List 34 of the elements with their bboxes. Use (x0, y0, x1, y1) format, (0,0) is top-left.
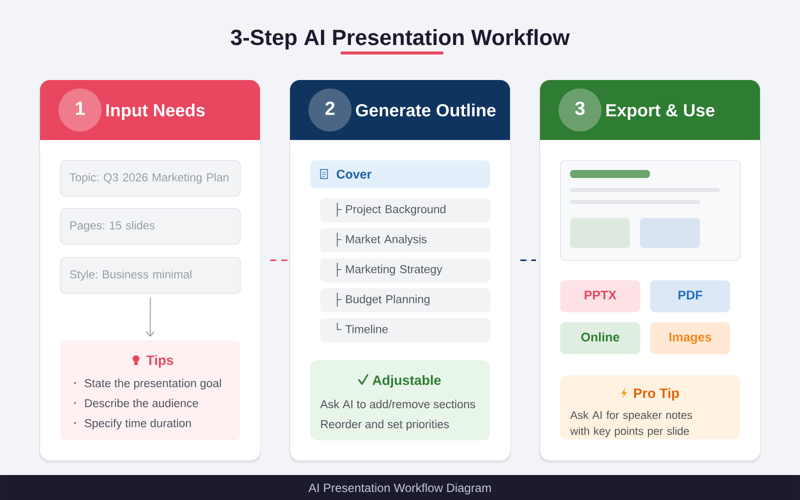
outline-item: ├ Budget Planning (320, 288, 490, 312)
note-text: Ask AI to add/remove sections (320, 400, 476, 408)
tip-text: Ask AI for speaker notes with key points per slide (570, 410, 692, 438)
dashed-connector (520, 259, 536, 261)
outline-item: ├ Marketing Strategy (320, 258, 490, 282)
dashed-connector (270, 259, 288, 261)
format-tag: Online (560, 322, 640, 354)
format-tag: PPTX (560, 280, 640, 312)
card-title: Generate Outline (356, 104, 496, 116)
card-title: Input Needs (106, 104, 205, 120)
number-badge: 3 (558, 88, 602, 132)
footer-bar: AI Presentation Workflow Diagram (0, 475, 800, 500)
format-tag: PDF (650, 280, 730, 312)
card-title: Export & Use (606, 104, 714, 120)
number-badge: 1 (58, 88, 102, 132)
outline-heading: Cover (310, 160, 490, 188)
arrow (146, 297, 155, 337)
box-heading: Pro Tip (634, 388, 679, 401)
title: 3-Step AI Presentation Workflow (230, 29, 570, 50)
outline-item: └ Timeline (320, 318, 490, 342)
input-field: Style: Business minimal (60, 257, 241, 294)
bullet-text: Specify time duration (84, 418, 191, 430)
input-field: Pages: 15 slides (60, 208, 241, 245)
slide-preview (560, 160, 741, 261)
outline-item: ├ Project Background (320, 198, 490, 222)
bullet-text: Describe the audience (85, 398, 198, 408)
box-heading: Tips (146, 355, 174, 368)
bullet-text: State the presentation goal (84, 378, 221, 390)
outline-item: ├ Market Analysis (320, 228, 490, 252)
box-heading: Adjustable (372, 375, 441, 388)
format-tag: Images (650, 322, 730, 354)
input-field: Topic: Q3 2026 Marketing Plan (60, 160, 241, 197)
note-text: Reorder and set priorities (321, 420, 449, 431)
number-badge: 2 (308, 88, 352, 132)
